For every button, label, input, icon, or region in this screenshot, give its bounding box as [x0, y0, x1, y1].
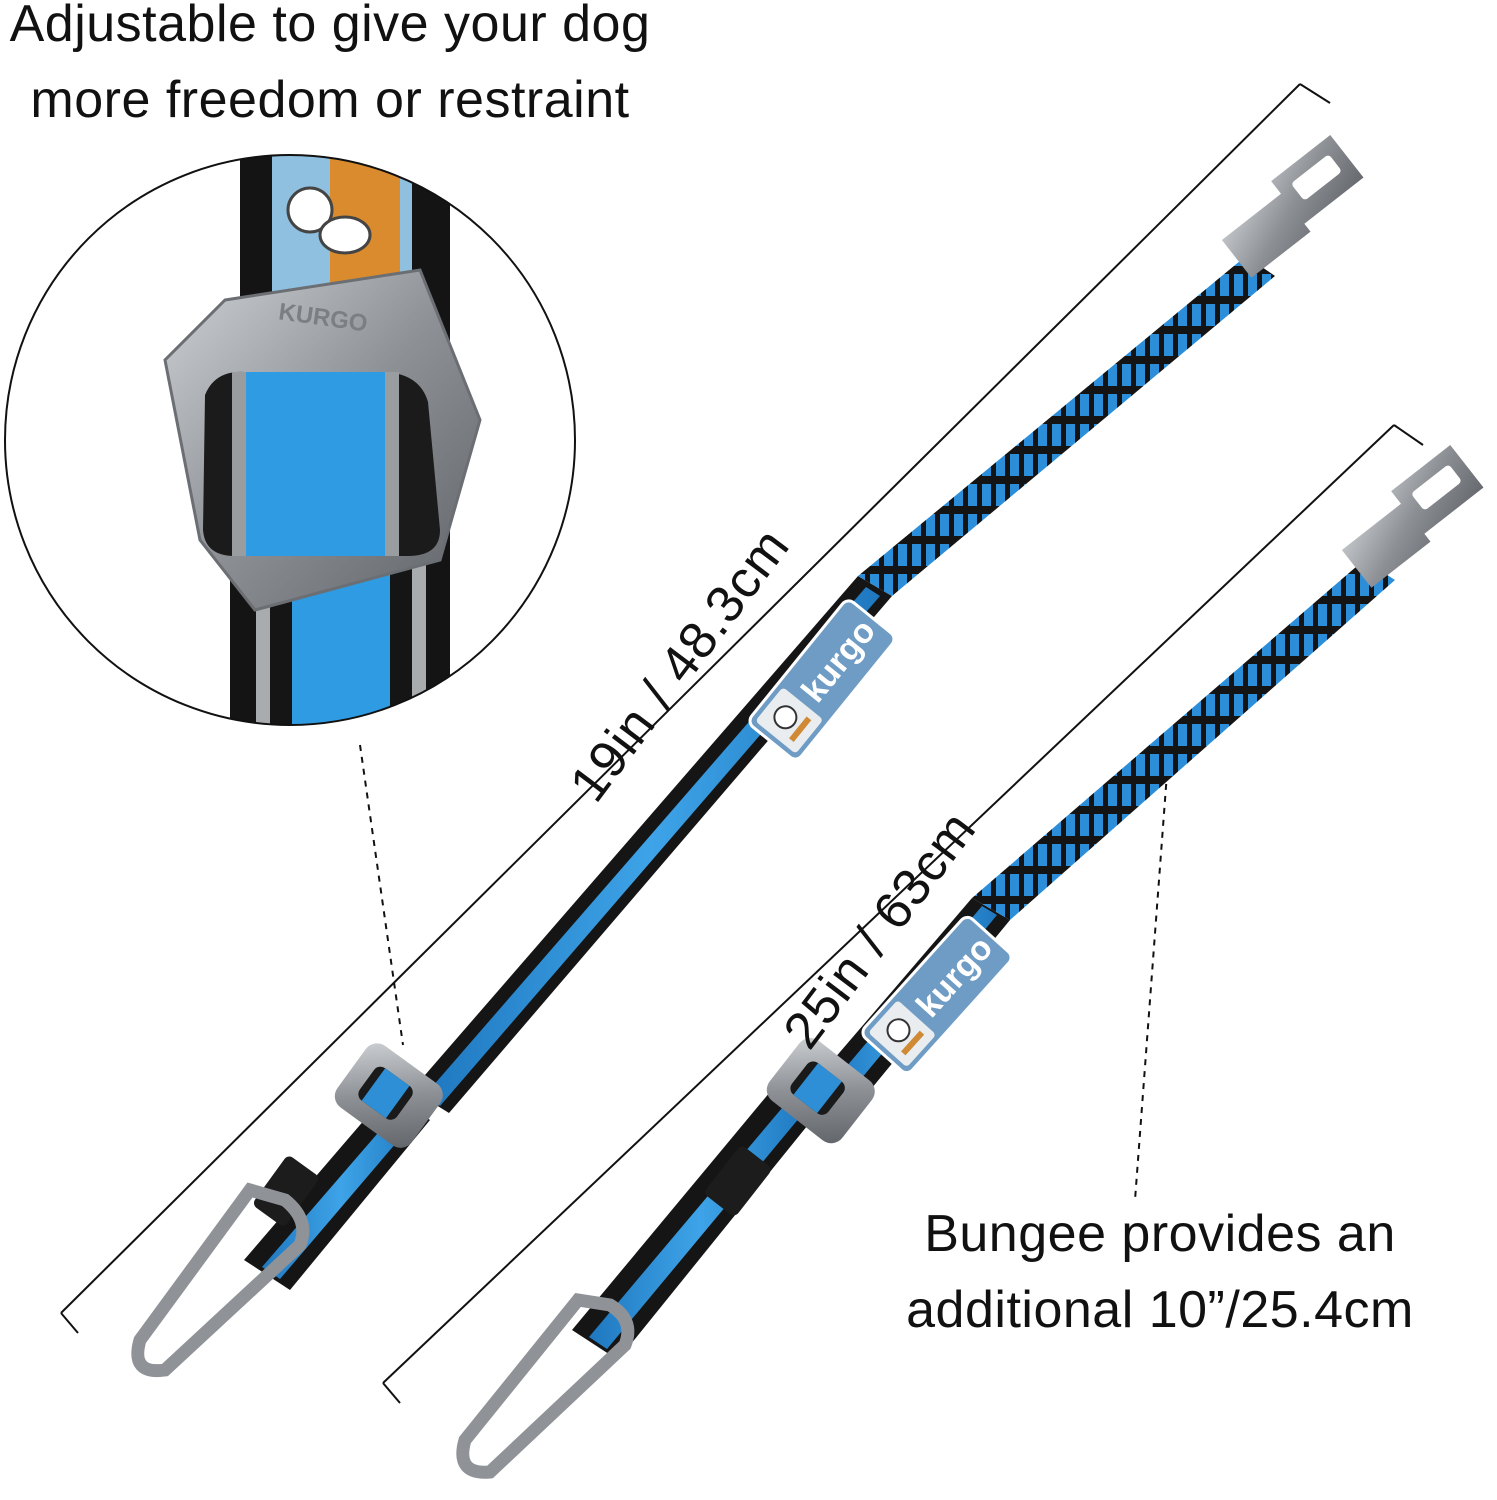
- short-tether-logo: kurgo: [861, 915, 1013, 1075]
- zoom-circle-outline: [4, 154, 576, 726]
- adjustable-caption: Adjustable to give your dog more freedom…: [9, 0, 651, 129]
- short-tether-adjuster: [766, 1038, 875, 1144]
- long-tether-keeper: [253, 1156, 319, 1226]
- callout-line-buckle: [359, 744, 404, 1046]
- long-tether-seatbelt-clip: [1221, 134, 1364, 278]
- zoom-inset: KURGO: [4, 154, 576, 726]
- callout-line-bungee: [1134, 759, 1169, 1201]
- dimension-line-short: [382, 424, 1424, 1404]
- long-tether-logo: kurgo: [748, 599, 896, 761]
- long-tether-adjuster: [334, 1043, 443, 1148]
- short-tether-seatbelt-clip: [1341, 444, 1484, 588]
- short-tether-bungee: [972, 560, 1395, 920]
- short-tether-carabiner: [456, 1292, 635, 1479]
- long-tether-carabiner: [131, 1182, 310, 1378]
- short-tether-keeper: [705, 1146, 771, 1216]
- bungee-caption: Bungee provides an additional 10”/25.4cm: [906, 1205, 1414, 1339]
- short-tether: kurgo: [456, 444, 1484, 1479]
- long-tether: kurgo: [131, 134, 1364, 1378]
- long-tether-bungee: [858, 256, 1275, 596]
- dimension-line-long: [60, 83, 1331, 1334]
